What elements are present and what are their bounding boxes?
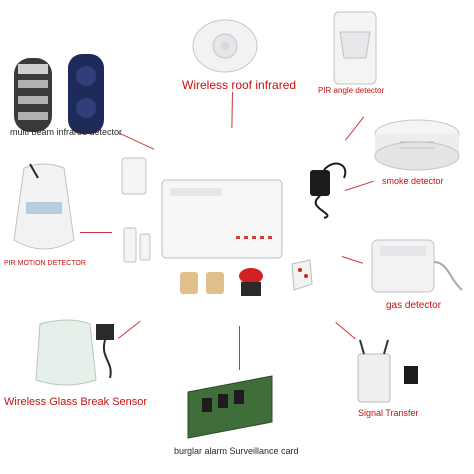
label-multi-beam: multi beam infrared detector <box>10 127 123 137</box>
smoke-detector-icon <box>374 119 460 171</box>
surveillance-card-icon <box>187 375 273 439</box>
pir-angle-detector-icon <box>333 11 377 85</box>
power-adapter-icon <box>310 162 347 219</box>
connector-pir-angle <box>345 116 365 141</box>
remote-control-icon <box>291 259 313 291</box>
keychain-remote-icon <box>180 272 224 294</box>
label-pir-angle: PIR angle detector <box>318 86 385 95</box>
label-surveillance-card: burglar alarm Surveillance card <box>174 446 299 456</box>
multi-beam-detector-icon <box>14 54 104 134</box>
label-glass-break: Wireless Glass Break Sensor <box>4 396 148 408</box>
connector-roof <box>230 91 233 128</box>
siren-icon <box>239 268 263 296</box>
label-roof-infrared: Wireless roof infrared <box>182 78 297 92</box>
control-panel-icon <box>161 179 283 259</box>
connector-multibeam <box>117 132 155 151</box>
connector-pir-motion <box>80 232 112 234</box>
glass-break-sensor-icon <box>35 319 114 386</box>
label-gas: gas detector <box>386 300 442 311</box>
connector-card <box>238 326 240 370</box>
connector-gas <box>341 256 363 265</box>
signal-transfer-icon <box>357 339 418 403</box>
roof-infrared-icon <box>192 19 258 73</box>
door-sensor-icon <box>121 157 147 195</box>
label-pir-motion: PIR MOTION DETECTOR <box>4 260 86 267</box>
label-smoke: smoke detector <box>382 176 444 186</box>
label-signal-transfer: Signal Transfer <box>358 408 419 418</box>
gas-detector-icon <box>371 239 463 293</box>
magnetic-contact-icon <box>123 227 151 263</box>
pir-motion-detector-icon <box>13 163 75 250</box>
